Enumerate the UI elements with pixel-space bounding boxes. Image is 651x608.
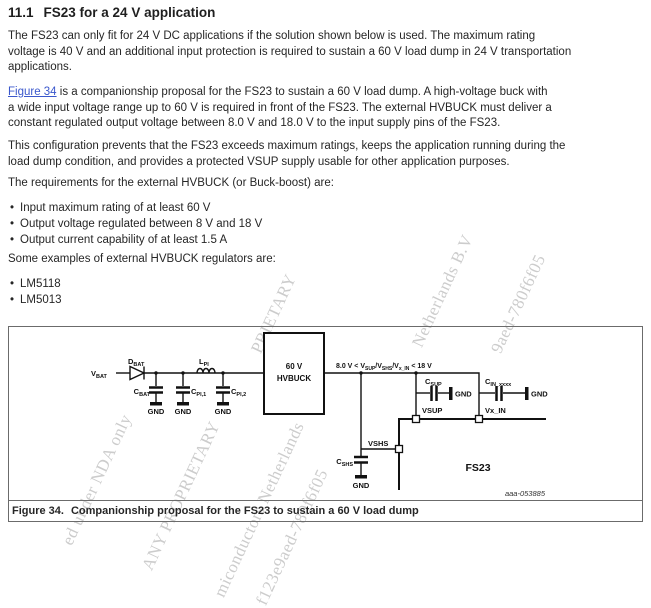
- figure-34-diagram: VBAT DBAT CBAT GND: [91, 332, 548, 498]
- vshs-pin: [394, 444, 404, 454]
- paragraph-intro: The FS23 can only fit for 24 V DC applic…: [8, 30, 572, 73]
- vbat-label: VBAT: [91, 369, 108, 380]
- page-content: 11.1 FS23 for a 24 V application The FS23…: [0, 0, 651, 530]
- cbat-capacitor-icon: [149, 373, 163, 406]
- gnd-label: GND: [531, 390, 548, 399]
- gnd-label: GND: [215, 407, 232, 416]
- cshs-capacitor-icon: [354, 455, 368, 479]
- vxin-pin-label: Vx_IN: [485, 406, 506, 415]
- lpi-inductor-icon: [196, 367, 216, 374]
- dbat-diode-icon: [129, 365, 146, 381]
- cpi2-label: CPI,2: [231, 387, 246, 398]
- list-item: LM5118: [8, 276, 638, 292]
- vshs-pin-label: VSHS: [368, 439, 388, 448]
- hvbuck-block: [263, 332, 325, 415]
- datasheet-page: { "page": { "background": "#ffffff", "te…: [0, 0, 651, 530]
- figure-34: VBAT DBAT CBAT GND: [8, 326, 643, 522]
- dbat-label: DBAT: [128, 357, 145, 368]
- figure-caption-text: Companionship proposal for the FS23 to s…: [70, 505, 419, 517]
- fs23-label: FS23: [465, 462, 490, 474]
- section-title: FS23 for a 24 V application: [43, 5, 216, 20]
- vsup-pin-label: VSUP: [422, 406, 442, 415]
- gnd-label: GND: [455, 390, 472, 399]
- ground-symbol: [525, 387, 529, 400]
- figure-34-link[interactable]: Figure 34: [8, 86, 57, 98]
- paragraph-examples-lead: Some examples of external HVBUCK regulat…: [8, 253, 276, 265]
- wire: [324, 372, 480, 416]
- section-number: 11.1: [8, 5, 34, 20]
- vsup-pin: [411, 414, 421, 424]
- cpi1-capacitor-icon: [176, 373, 190, 406]
- list-item: Output voltage regulated between 8 V and…: [8, 216, 638, 232]
- regulators-list: LM5118 LM5013: [8, 276, 638, 308]
- paragraph-configuration: This configuration prevents that the FS2…: [8, 140, 566, 168]
- list-item: Input maximum rating of at least 60 V: [8, 200, 638, 216]
- csup-capacitor-icon: [416, 386, 453, 401]
- cin-capacitor-icon: [479, 386, 529, 401]
- drawing-id: aaa-053885: [505, 489, 546, 498]
- paragraph-figure-ref: Figure 34 is a companionship proposal fo…: [8, 85, 648, 132]
- lpi-label: LPI: [199, 357, 209, 368]
- figure-caption: Figure 34. Companionship proposal for the…: [9, 500, 642, 521]
- cbat-label: CBAT: [134, 387, 151, 398]
- csup-label: CSUP: [425, 377, 442, 388]
- hvbuck-label-line2: HVBUCK: [277, 374, 311, 383]
- section-heading: 11.1 FS23 for a 24 V application: [8, 5, 215, 20]
- list-item: LM5013: [8, 292, 638, 308]
- ground-symbol: [355, 475, 367, 479]
- fs23-outline: [398, 418, 546, 490]
- list-item: Output current capability of at least 1.…: [8, 232, 638, 248]
- cin-label: CIN_xxxx: [485, 377, 512, 388]
- ground-symbol: [217, 402, 229, 406]
- ground-symbol: [177, 402, 189, 406]
- ground-symbol: [150, 402, 162, 406]
- figure-caption-label: Figure 34.: [12, 505, 64, 517]
- cpi2-capacitor-icon: [216, 373, 230, 406]
- paragraph-figure-ref-text: is a companionship proposal for the FS23…: [8, 86, 552, 129]
- vxin-pin: [474, 414, 484, 424]
- gnd-label: GND: [175, 407, 192, 416]
- cshs-label: CSHS: [336, 457, 353, 468]
- ground-symbol: [449, 387, 453, 400]
- paragraph-requirements-lead: The requirements for the external HVBUCK…: [8, 177, 334, 189]
- voltage-range-label: 8.0 V < VSUP/VSHS/Vx_IN < 18 V: [336, 363, 432, 372]
- gnd-label: GND: [353, 481, 370, 490]
- gnd-label: GND: [148, 407, 165, 416]
- cpi1-label: CPI,1: [191, 387, 206, 398]
- requirements-list: Input maximum rating of at least 60 V Ou…: [8, 200, 638, 248]
- hvbuck-label-line1: 60 V: [286, 362, 303, 371]
